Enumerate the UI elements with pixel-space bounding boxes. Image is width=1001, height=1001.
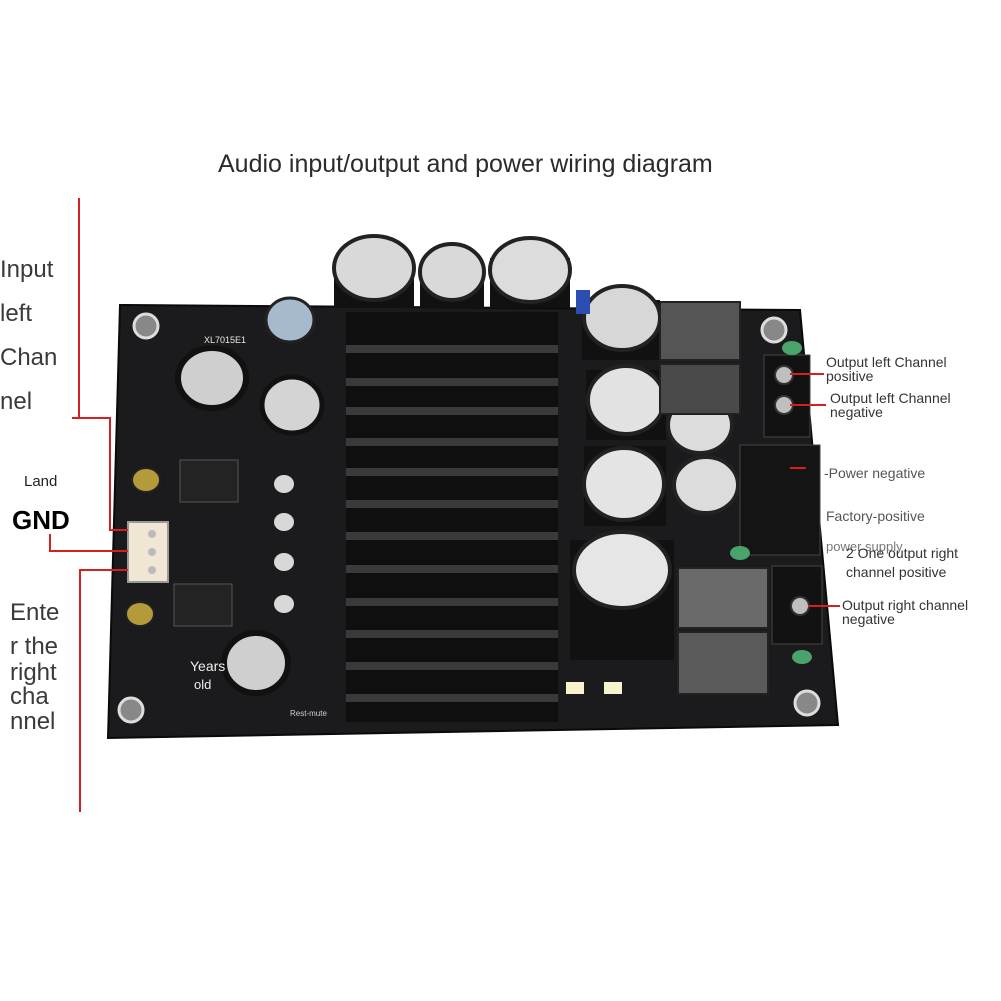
board-years-label: Years xyxy=(190,658,226,674)
label-enter-right-2: r the xyxy=(10,633,59,660)
heatsink xyxy=(346,312,558,722)
input-connector xyxy=(127,521,169,583)
silk-chip-label: XL7015E1 xyxy=(204,335,246,345)
label-power-negative: -Power negative xyxy=(824,465,926,481)
left-capacitors xyxy=(125,296,325,696)
label-enter-right-5: nnel xyxy=(10,708,56,735)
label-out-left-pos-2: positive xyxy=(826,368,874,384)
wires-right xyxy=(790,373,840,607)
silk-reset-label: Rest-mute xyxy=(290,709,327,718)
label-factory-positive: Factory-positive xyxy=(826,508,925,524)
label-out-right-pos-1: 2 One output right xyxy=(846,545,959,561)
inductors xyxy=(659,301,769,695)
mounting-holes xyxy=(117,312,821,724)
label-enter-right-3: right xyxy=(10,659,57,686)
label-out-left-neg-2: negative xyxy=(830,404,883,420)
label-out-right-neg-1: Output right channel xyxy=(842,597,969,613)
board-old-label: old xyxy=(194,677,212,692)
label-input-left-4: nel xyxy=(0,388,33,415)
label-enter-right-1: Ente xyxy=(10,599,60,626)
diagram-title: Audio input/output and power wiring diag… xyxy=(218,150,713,178)
label-gnd: GND xyxy=(12,505,70,535)
label-enter-right-4: cha xyxy=(10,683,49,710)
label-input-left-3: Chan xyxy=(0,344,58,371)
green-beads xyxy=(730,341,812,664)
label-input-left-2: left xyxy=(0,300,33,327)
leds xyxy=(566,682,622,694)
label-out-right-pos-2: channel positive xyxy=(846,564,947,580)
label-input-left-1: Input xyxy=(0,256,54,283)
top-capacitors xyxy=(332,234,572,308)
wires-left xyxy=(49,198,128,812)
label-out-left-neg-1: Output left Channel xyxy=(830,390,951,406)
label-out-right-neg-2: negative xyxy=(842,611,895,627)
label-land: Land xyxy=(24,473,58,490)
output-terminals xyxy=(739,354,823,645)
label-out-left-pos-1: Output left Channel xyxy=(826,354,947,370)
label-power-supply: power supply xyxy=(826,539,903,554)
opamp-chips xyxy=(173,459,239,627)
